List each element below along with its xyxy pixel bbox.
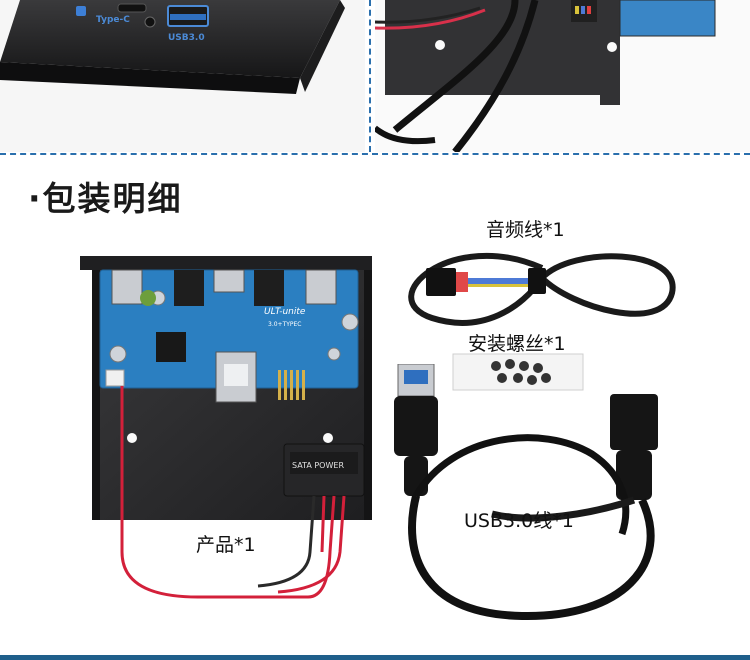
photo-divider	[369, 0, 371, 152]
bottom-rule	[0, 655, 750, 660]
section-divider	[0, 153, 750, 155]
product-caption: 产品*1	[196, 534, 256, 556]
usb3-label: USB3.0	[168, 33, 205, 43]
usb-cable-caption: USB3.0线*1	[464, 510, 574, 532]
audio-cable-caption: 音频线*1	[486, 219, 565, 241]
front-panel-photo: Type-C USB3.0	[0, 0, 365, 152]
type-c-label: Type-C	[96, 15, 130, 25]
product-illustration: ULT-unite 3.0+TYPEC SATA POWER	[78, 252, 378, 602]
usb-cable-illustration	[392, 363, 682, 626]
screws-caption: 安装螺丝*1	[468, 333, 566, 355]
section-title: ·包装明细	[28, 179, 183, 218]
sata-label: SATA POWER	[292, 461, 344, 470]
screws-illustration	[452, 352, 584, 392]
model-mark: 3.0+TYPEC	[268, 321, 302, 328]
rear-bracket-photo	[375, 0, 750, 152]
brand-mark: ULT-unite	[264, 307, 306, 317]
audio-cable-illustration	[392, 238, 682, 334]
